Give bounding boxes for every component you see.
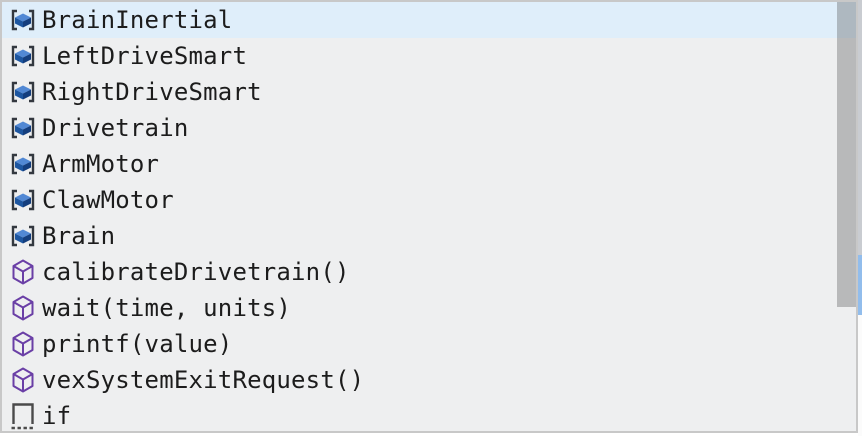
editor-edge-strip-bottom [858,315,862,436]
suggestion-label: Brain [42,222,116,250]
suggestion-item[interactable]: RightDriveSmart [2,74,856,110]
field-icon [10,77,36,107]
suggestion-label: calibrateDrivetrain() [42,258,350,286]
scrollbar-thumb[interactable] [837,2,856,307]
suggestion-label: ArmMotor [42,150,160,178]
suggestion-label: BrainInertial [42,6,233,34]
suggestion-label: ClawMotor [42,186,174,214]
editor-edge-strip-accent [858,255,862,315]
field-icon [10,41,36,71]
method-cube-icon [10,257,36,287]
suggestion-item[interactable]: Brain [2,218,856,254]
method-cube-icon [10,329,36,359]
suggestion-item[interactable]: calibrateDrivetrain() [2,254,856,290]
editor-edge-strip-top [858,0,862,255]
suggestion-label: RightDriveSmart [42,78,262,106]
field-icon [10,185,36,215]
suggestion-item[interactable]: printf(value) [2,326,856,362]
suggestion-item[interactable]: LeftDriveSmart [2,38,856,74]
suggestion-label: wait(time, units) [42,294,292,322]
suggestion-label: printf(value) [42,330,233,358]
suggestion-item[interactable]: wait(time, units) [2,290,856,326]
suggestion-item[interactable]: ArmMotor [2,146,856,182]
suggestion-label: if [42,402,72,430]
field-icon [10,221,36,251]
suggestion-label: LeftDriveSmart [42,42,248,70]
field-icon [10,149,36,179]
snippet-icon [10,401,36,431]
suggestion-label: vexSystemExitRequest() [42,366,365,394]
suggestion-item[interactable]: ClawMotor [2,182,856,218]
suggestion-label: Drivetrain [42,114,189,142]
suggestion-item[interactable]: if [2,398,856,431]
method-cube-icon [10,365,36,395]
method-cube-icon [10,293,36,323]
suggestion-item[interactable]: BrainInertial [2,2,856,38]
suggestion-item[interactable]: vexSystemExitRequest() [2,362,856,398]
suggestion-item[interactable]: Drivetrain [2,110,856,146]
field-icon [10,5,36,35]
field-icon [10,113,36,143]
